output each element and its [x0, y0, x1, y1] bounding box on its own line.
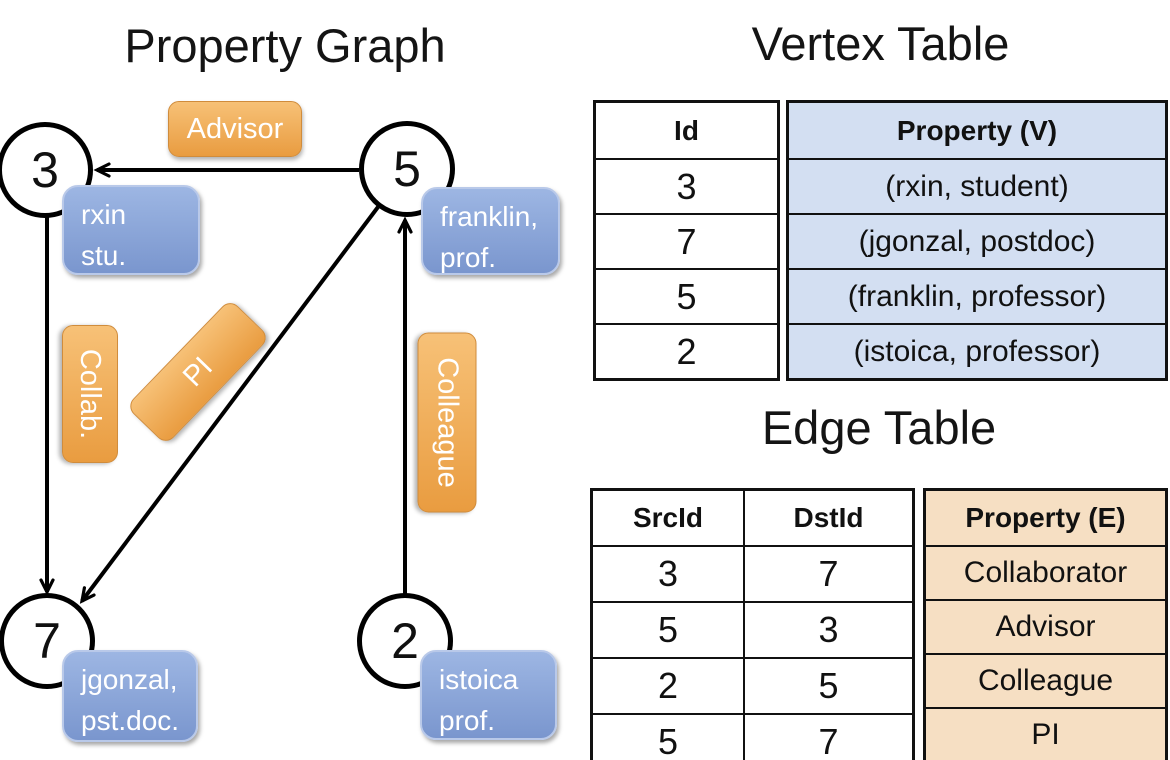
edge-label-advisor: Advisor: [168, 101, 302, 157]
edge-table-srcid-header: SrcId: [632, 502, 704, 533]
edge-table-title: Edge Table: [761, 401, 997, 454]
node-5-id: 5: [393, 141, 421, 197]
vertex-prop-text: prof.: [440, 241, 497, 273]
edge-table-property-cell: Advisor: [926, 599, 1165, 653]
edge-pi-5-7: [79, 205, 380, 604]
edge-table-dst-cell: 3: [743, 603, 912, 657]
edge-table-src-cell: 5: [657, 721, 679, 760]
vertex-table-id-header: Id: [674, 114, 699, 146]
edge-table-src-dst-columns: SrcId DstId 3 7 5 3 2 5 5 7: [590, 488, 915, 760]
node-3-id: 3: [31, 142, 59, 198]
vertex-prop-box-jgonzal: jgonzal, pst.doc.: [62, 650, 198, 742]
vertex-table-property-cell: (rxin, student): [789, 158, 1165, 213]
vertex-table-id-cell: 3: [596, 158, 777, 213]
vertex-table-title: Vertex Table: [751, 17, 1010, 70]
edge-table-property-cell: Collaborator: [926, 545, 1165, 599]
edge-table-property-cell: PI: [926, 707, 1165, 760]
vertex-table-property-cell: (istoica, professor): [789, 323, 1165, 378]
edge-table-dstid-header: DstId: [743, 491, 912, 545]
edge-table-src-cell: 2: [657, 665, 679, 706]
vertex-table-property-header: Property (V): [789, 103, 1165, 158]
vertex-prop-text: jgonzal,: [81, 664, 178, 695]
edge-table-property-column: Property (E) Collaborator Advisor Collea…: [923, 488, 1168, 760]
vertex-prop-box-rxin: rxin stu.: [62, 185, 200, 275]
vertex-prop-box-istoica: istoica prof.: [420, 650, 557, 740]
vertex-table-id-cell: 2: [596, 323, 777, 378]
edge-table-property-header: Property (E): [926, 491, 1165, 545]
vertex-prop-text: prof.: [439, 704, 496, 736]
edge-table-src-cell: 5: [657, 609, 679, 650]
vertex-table-id-cell: 5: [596, 268, 777, 323]
edge-table-dst-cell: 5: [743, 659, 912, 713]
edge-table-dst-cell: 7: [743, 547, 912, 601]
vertex-prop-text: pst.doc.: [81, 704, 180, 736]
vertex-prop-text: istoica: [439, 664, 519, 695]
edge-table-property-cell: Colleague: [926, 653, 1165, 707]
edge-label-collab: Collab.: [62, 325, 118, 463]
vertex-prop-text: rxin: [81, 199, 127, 230]
vertex-table-property-cell: (jgonzal, postdoc): [789, 213, 1165, 268]
vertex-table-property-cell: (franklin, professor): [789, 268, 1165, 323]
property-graph-title: Property Graph: [124, 19, 446, 72]
vertex-prop-text: franklin,: [440, 201, 539, 232]
graph-node-3: 3: [0, 122, 93, 218]
node-7-id: 7: [33, 613, 61, 669]
vertex-prop-text: stu.: [81, 239, 127, 271]
vertex-prop-box-franklin: franklin, prof.: [421, 187, 560, 275]
node-2-id: 2: [391, 613, 419, 669]
edge-table-dst-cell: 7: [743, 715, 912, 760]
vertex-table-id-column: Id 3 7 5 2: [593, 100, 780, 381]
edge-table-src-cell: 3: [657, 553, 679, 594]
vertex-table-id-cell: 7: [596, 213, 777, 268]
vertex-table-property-column: Property (V) (rxin, student) (jgonzal, p…: [786, 100, 1168, 381]
edge-label-colleague: Colleague: [417, 332, 477, 513]
